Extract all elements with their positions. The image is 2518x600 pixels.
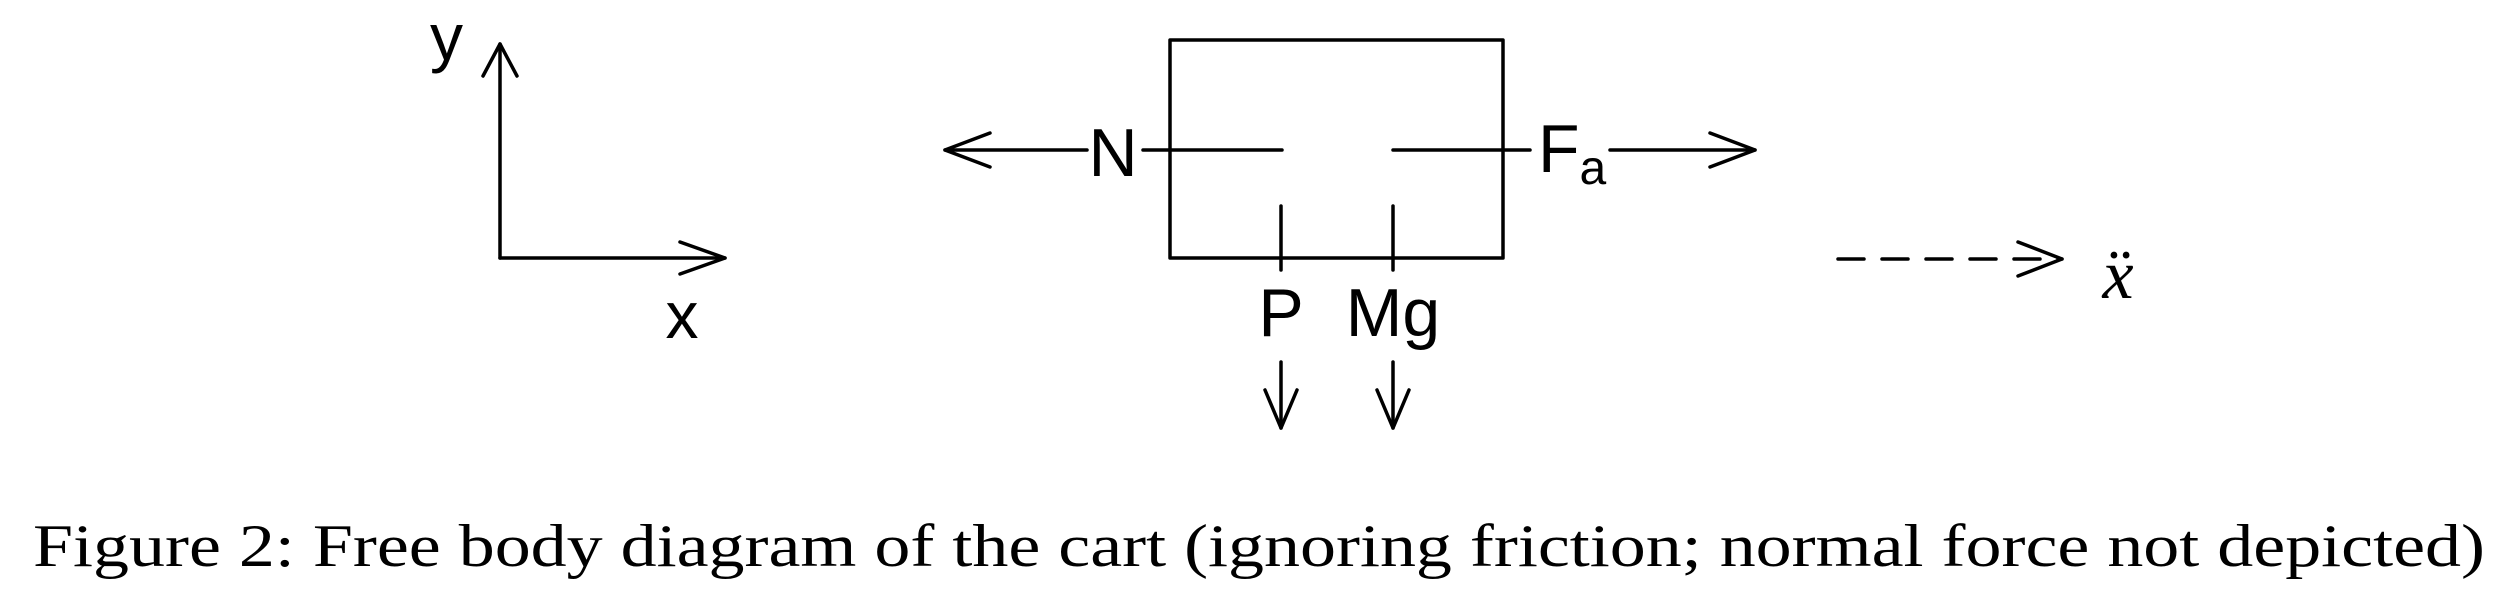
acceleration-label: x (2101, 237, 2133, 314)
acceleration-double-dot: ¨ (2108, 235, 2131, 312)
force-fa-arrowhead (1708, 131, 1757, 169)
force-mg-arrowhead (1375, 388, 1411, 430)
force-mg: Mg (1346, 204, 1440, 430)
x-axis-arrowhead (678, 240, 727, 276)
force-p-label: P (1258, 275, 1303, 351)
coordinate-axes: y x (430, 0, 727, 352)
force-p: P (1258, 204, 1304, 430)
force-n-arrowhead (943, 131, 992, 169)
force-fa-subscript: a (1580, 142, 1607, 195)
acceleration: x ¨ (1836, 235, 2134, 314)
force-fa: Fa (1391, 111, 1757, 195)
force-fa-main: F (1538, 111, 1580, 187)
force-n-label: N (1088, 115, 1137, 191)
force-p-arrowhead (1263, 388, 1299, 430)
force-fa-label: Fa (1538, 111, 1607, 195)
y-axis-label: y (430, 0, 463, 74)
figure-caption: Figure 2: Free body diagram of the cart … (33, 513, 2485, 579)
x-axis-label: x (666, 278, 699, 352)
force-n: N (943, 115, 1284, 191)
force-mg-label: Mg (1346, 275, 1440, 351)
acceleration-arrowhead (2016, 240, 2064, 278)
y-axis-arrowhead (481, 42, 519, 78)
